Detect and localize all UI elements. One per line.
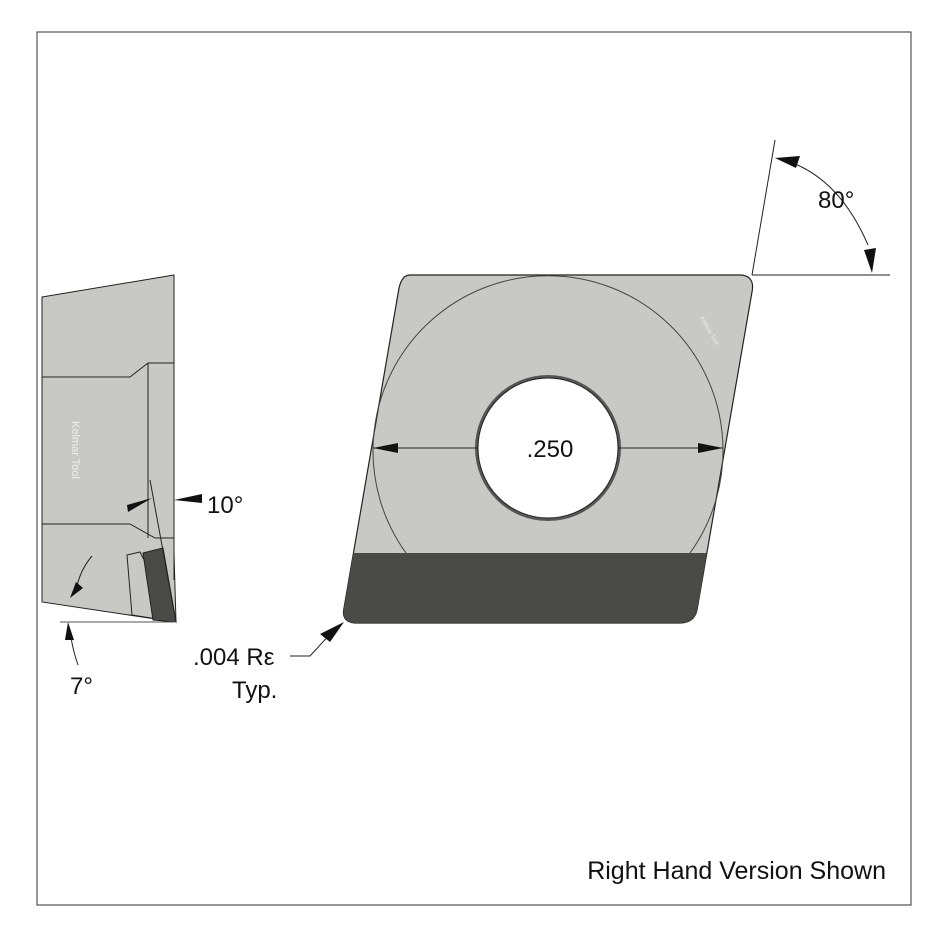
arrow-icon	[65, 622, 74, 640]
arrow-icon	[864, 248, 876, 273]
top-angle-label: 80°	[818, 187, 854, 214]
arrow-icon	[775, 156, 800, 168]
corner-radius-label: .004 Rε	[193, 644, 275, 671]
drawing-frame	[36, 31, 912, 906]
watermark-side: Kelmar Tool	[69, 421, 81, 479]
arrow-icon	[698, 443, 723, 453]
clearance-angle-label: 7°	[70, 673, 93, 700]
top-view: Kelmar Tool .250 80° .004 Rε Typ.	[193, 139, 890, 704]
side-angle-label: 10°	[207, 492, 243, 519]
hole-diameter-label: .250	[527, 436, 574, 463]
version-note: Right Hand Version Shown	[587, 857, 886, 885]
arrow-icon	[373, 443, 398, 453]
corner-radius-note: Typ.	[232, 677, 277, 704]
arrow-icon	[320, 622, 344, 642]
arrow-icon	[70, 582, 83, 598]
side-view: Kelmar Tool 10° 7°	[41, 274, 243, 700]
arrow-icon	[174, 494, 202, 503]
arrow-icon	[127, 498, 152, 512]
